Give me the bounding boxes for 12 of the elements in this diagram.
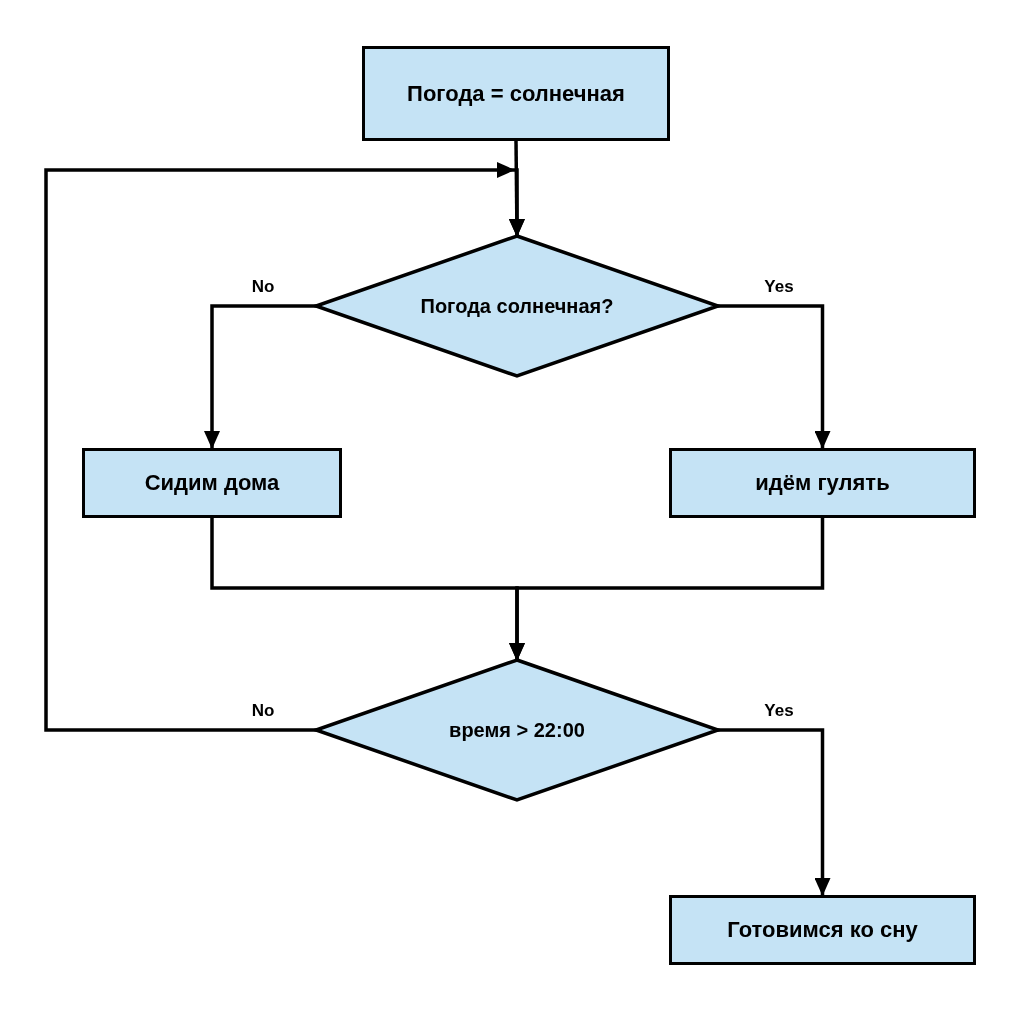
arrow	[718, 728, 831, 896]
process-box	[669, 448, 976, 518]
node-label: Погода = солнечная	[407, 80, 625, 107]
process-box	[362, 46, 670, 141]
arrow	[718, 304, 831, 449]
node-label: Готовимся ко сну	[727, 917, 918, 943]
arrow	[509, 518, 825, 661]
process-box	[669, 895, 976, 965]
node-label: идём гулять	[755, 470, 890, 496]
node-label: Сидим дома	[144, 470, 280, 496]
process-box	[82, 448, 342, 518]
arrow	[204, 304, 316, 449]
